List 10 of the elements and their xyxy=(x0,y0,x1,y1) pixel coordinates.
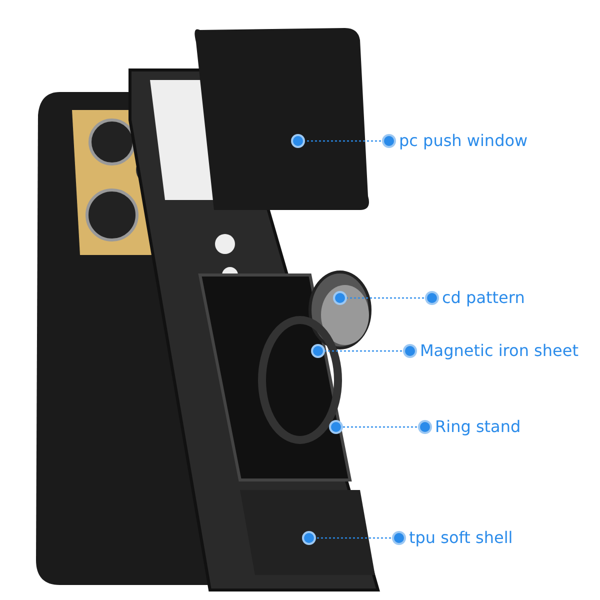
leader-line xyxy=(329,420,432,434)
part-label: pc push window xyxy=(389,130,528,152)
leader-line xyxy=(333,291,439,305)
part-label: cd pattern xyxy=(432,287,525,309)
leader-line xyxy=(291,134,396,148)
part-label: Magnetic iron sheet xyxy=(410,340,578,362)
part-label: tpu soft shell xyxy=(399,527,513,549)
leader-line xyxy=(311,344,417,358)
part-label: Ring stand xyxy=(425,416,521,438)
leader-line xyxy=(302,531,406,545)
